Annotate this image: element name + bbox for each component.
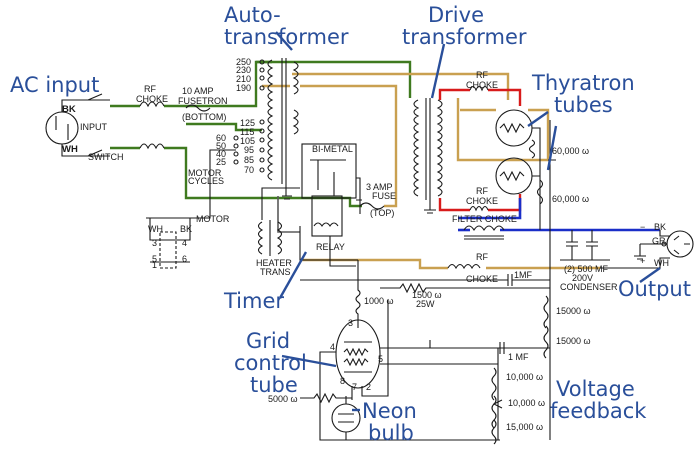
label-tube-pin-8: 8 (340, 376, 345, 386)
voltage-callout-1: Voltage (556, 377, 635, 401)
label-cond-1: (2) 500 MF (564, 264, 609, 274)
grid-callout-2: control (234, 351, 307, 375)
label-relay: RELAY (316, 242, 345, 252)
label-bimetal: BI-METAL (312, 144, 353, 154)
label-cond-2: 200V (572, 273, 593, 283)
label-bk-motor: BK (180, 224, 192, 234)
label-1mf-b: 1 MF (508, 352, 529, 362)
label-minus: − (640, 222, 645, 232)
label-1000: 1000 ω (364, 296, 394, 306)
label-tap-125: 125 (240, 118, 255, 128)
label-fusetron-2: FUSETRON (178, 96, 228, 106)
label-rf-t2: RF (476, 186, 488, 196)
label-1500-2: 25W (416, 299, 435, 309)
grid-callout-1: Grid (246, 329, 290, 353)
label-heater-1: HEATER (256, 258, 292, 268)
label-tube-pin-5: 5 (378, 354, 383, 364)
label-rf-t1: RF (476, 70, 488, 80)
gray-wire (277, 196, 300, 233)
autotransformer-callout-1: Auto- (224, 3, 281, 27)
label-15000-b: 15000 ω (556, 336, 591, 346)
voltage-callout-2: feedback (550, 399, 647, 423)
label-tap-230: 230 (236, 65, 251, 75)
callout-labels: AC input Auto- transformer Drive transfo… (10, 3, 691, 445)
label-tap-250: 250 (236, 57, 251, 67)
label-choke-input: CHOKE (136, 94, 168, 104)
label-pin-3: 3 (152, 238, 157, 248)
label-tube-pin-2: 2 (366, 382, 371, 392)
label-heater-2: TRANS (260, 267, 291, 277)
label-5000: 5000 ω (268, 394, 298, 404)
black-circuit (45, 58, 694, 445)
thyratron-callout-2: tubes (554, 93, 613, 117)
label-pin-1: 1 (152, 260, 157, 270)
label-tap-70: 70 (244, 165, 254, 175)
label-10000-a: 10,000 ω (506, 372, 543, 382)
neon-callout-2: bulb (368, 421, 414, 445)
callout-arrows (275, 31, 661, 412)
label-tap-210: 210 (236, 74, 251, 84)
label-tap-50: 50 (216, 141, 226, 151)
label-motor-1: MOTOR (188, 168, 222, 178)
label-tap-40: 40 (216, 149, 226, 159)
label-15000-c: 15,000 ω (506, 422, 543, 432)
label-tube-pin-4: 4 (330, 342, 335, 352)
label-fuse3-1: 3 AMP (366, 182, 393, 192)
tan-wires (262, 72, 600, 270)
label-tap-105: 105 (240, 136, 255, 146)
label-rf-input: RF (144, 84, 156, 94)
label-60000-b: 60,000 ω (552, 194, 589, 204)
label-wh-output: WH (654, 258, 669, 268)
label-bk-output: BK (654, 222, 666, 232)
label-tube-pin-3: 3 (348, 318, 353, 328)
label-choke-output: CHOKE (466, 274, 498, 284)
label-tap-60: 60 (216, 133, 226, 143)
label-fuse3-3: (TOP) (370, 208, 394, 218)
label-motor-2: CYCLES (188, 176, 224, 186)
label-choke-t2: CHOKE (466, 196, 498, 206)
label-tap-115: 115 (240, 127, 254, 137)
green-wires (110, 60, 412, 208)
label-15000-a: 15000 ω (556, 306, 591, 316)
label-choke-t1: CHOKE (466, 80, 498, 90)
label-tube-pin-7: 7 (352, 382, 357, 392)
thyratron-callout-1: Thyratron (531, 71, 635, 95)
label-cond-3: CONDENSER (560, 282, 618, 292)
neon-callout-1: Neon (362, 399, 417, 423)
label-tap-25: 25 (216, 157, 226, 167)
grid-callout-3: tube (250, 373, 298, 397)
label-tap-190: 190 (236, 83, 251, 93)
label-tap-85: 85 (244, 155, 254, 165)
ac-input-callout: AC input (10, 73, 99, 97)
label-pin-6: 6 (182, 254, 187, 264)
schematic-labels: BK WH INPUT SWITCH RF CHOKE 10 AMP FUSET… (62, 57, 669, 432)
label-bk-input: BK (62, 104, 76, 115)
drive-transformer-callout-2: transformer (402, 25, 527, 49)
drive-transformer-callout-1: Drive (428, 3, 484, 27)
label-1mf-a: 1MF (514, 270, 533, 280)
label-gr-output: GR (652, 236, 666, 246)
label-tap-95: 95 (244, 145, 254, 155)
label-60000-a: 60,000 ω (552, 146, 589, 156)
label-10000-b: 10,000 ω (508, 398, 545, 408)
label-motor: MOTOR (196, 214, 230, 224)
label-fusetron-1: 10 AMP (182, 86, 214, 96)
output-callout: Output (618, 277, 691, 301)
label-pin-4: 4 (182, 238, 187, 248)
label-fusetron-3: (BOTTOM) (182, 112, 226, 122)
label-plus: + (640, 256, 645, 266)
label-wh-input: WH (62, 144, 78, 155)
label-input: INPUT (80, 122, 108, 132)
autotransformer-callout-2: transformer (224, 25, 349, 49)
label-1500-1: 1500 ω (412, 290, 442, 300)
timer-callout: Timer (223, 289, 284, 313)
label-pin-5: 5 (152, 254, 157, 264)
label-wh-motor: WH (148, 224, 163, 234)
label-fuse3-2: FUSE (372, 191, 396, 201)
label-filter-choke: FILTER CHOKE (452, 214, 517, 224)
label-switch: SWITCH (88, 152, 124, 162)
label-rf-output: RF (476, 252, 488, 262)
